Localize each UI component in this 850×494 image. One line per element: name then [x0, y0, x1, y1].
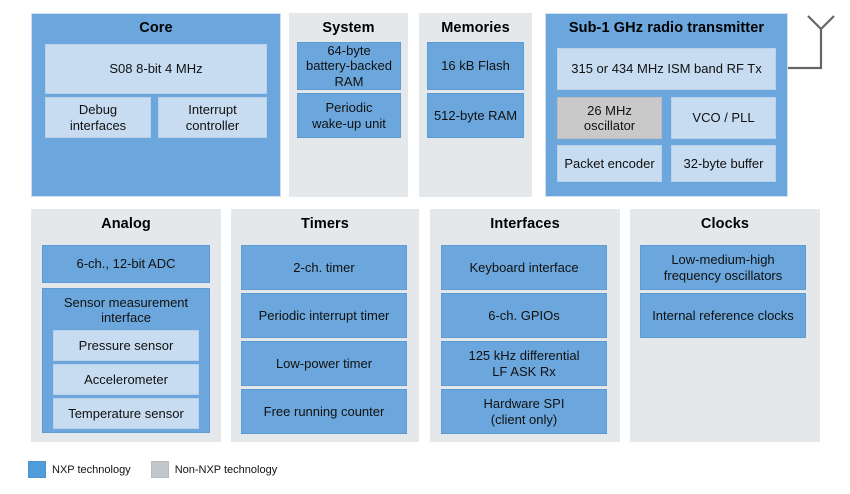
- block-adc-label: 6-ch., 12-bit ADC: [76, 256, 176, 272]
- block-vco-pll-label: VCO / PLL: [692, 110, 755, 126]
- legend-item-nxp: NXP technology: [28, 461, 131, 478]
- block-2ch-timer: 2-ch. timer: [241, 245, 407, 290]
- block-flash-label: 16 kB Flash: [441, 58, 510, 74]
- block-temperature-sensor: Temperature sensor: [53, 398, 199, 429]
- block-temperature-sensor-label: Temperature sensor: [68, 405, 184, 421]
- block-keyboard-interface-label: Keyboard interface: [469, 259, 579, 275]
- block-internal-reference-clocks-label: Internal reference clocks: [652, 307, 794, 323]
- panel-radio-transmitter-title: Sub-1 GHz radio transmitter: [568, 20, 765, 36]
- block-pressure-sensor-label: Pressure sensor: [78, 337, 174, 353]
- block-packet-encoder: Packet encoder: [557, 145, 662, 182]
- block-packet-encoder-label: Packet encoder: [564, 155, 655, 171]
- block-adc: 6-ch., 12-bit ADC: [42, 245, 210, 283]
- block-ism-band-rf-tx-label: 315 or 434 MHz ISM band RF Tx: [571, 61, 762, 77]
- panel-core-title: Core: [139, 20, 173, 36]
- block-ism-band-rf-tx: 315 or 434 MHz ISM band RF Tx: [557, 48, 776, 90]
- block-periodic-interrupt-timer-label: Periodic interrupt timer: [258, 307, 390, 323]
- block-s08-core-label: S08 8-bit 4 MHz: [109, 61, 203, 77]
- panel-system-title: System: [322, 20, 375, 36]
- block-internal-reference-clocks: Internal reference clocks: [640, 293, 806, 338]
- block-accelerometer: Accelerometer: [53, 364, 199, 395]
- panel-timers-title: Timers: [301, 216, 349, 232]
- block-keyboard-interface: Keyboard interface: [441, 245, 607, 290]
- block-low-power-timer-label: Low-power timer: [275, 355, 373, 371]
- block-gpios: 6-ch. GPIOs: [441, 293, 607, 338]
- block-gpios-label: 6-ch. GPIOs: [488, 307, 560, 323]
- block-s08-core: S08 8-bit 4 MHz: [45, 44, 267, 94]
- block-free-running-counter-label: Free running counter: [263, 403, 385, 419]
- legend-item-nxp-label: NXP technology: [52, 463, 131, 476]
- panel-analog-title: Analog: [101, 216, 151, 232]
- panel-interfaces-title: Interfaces: [490, 216, 560, 232]
- legend: NXP technology Non-NXP technology: [28, 461, 277, 478]
- block-accelerometer-label: Accelerometer: [84, 371, 168, 387]
- block-vco-pll: VCO / PLL: [671, 97, 776, 139]
- block-32byte-buffer-label: 32-byte buffer: [683, 155, 764, 171]
- block-hardware-spi-label: Hardware SPI(client only): [483, 396, 565, 427]
- block-flash: 16 kB Flash: [427, 42, 524, 90]
- panel-clocks-title: Clocks: [700, 216, 750, 232]
- block-ram: 512-byte RAM: [427, 93, 524, 138]
- block-ram-label: 512-byte RAM: [433, 107, 518, 123]
- legend-swatch-nxp-icon: [28, 461, 46, 478]
- rf-antenna-icon: [780, 4, 846, 86]
- block-hardware-spi: Hardware SPI(client only): [441, 389, 607, 434]
- block-32byte-buffer: 32-byte buffer: [671, 145, 776, 182]
- block-periodic-interrupt-timer: Periodic interrupt timer: [241, 293, 407, 338]
- legend-item-non-nxp: Non-NXP technology: [150, 461, 278, 478]
- legend-swatch-non-nxp-icon: [150, 461, 169, 478]
- legend-item-non-nxp-label: Non-NXP technology: [174, 463, 278, 476]
- panel-memories-title: Memories: [441, 20, 510, 36]
- block-pressure-sensor: Pressure sensor: [53, 330, 199, 361]
- block-low-power-timer: Low-power timer: [241, 341, 407, 386]
- block-2ch-timer-label: 2-ch. timer: [293, 259, 355, 275]
- block-free-running-counter: Free running counter: [241, 389, 407, 434]
